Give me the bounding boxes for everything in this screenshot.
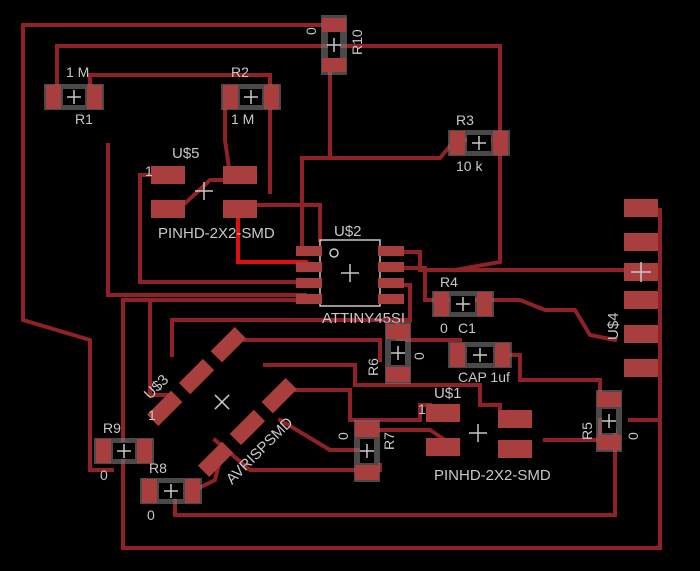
u1-value-label: PINHD-2X2-SMD	[434, 467, 551, 484]
r6-value-label: 0	[411, 352, 427, 360]
u1-pin1-label: 1	[418, 401, 426, 417]
u1-name-label: U$1	[434, 385, 462, 402]
trace-r4-right	[468, 298, 618, 343]
c1-value-label: CAP 1uf	[458, 369, 510, 385]
trace-r8-bottom	[173, 428, 617, 517]
component-u5-header: U$5 1 PINHD-2X2-SMD	[145, 145, 275, 242]
r2-value-label: 1 M	[231, 111, 254, 127]
trace-u4-right-vert	[628, 208, 662, 422]
trace-u5-pin4	[238, 203, 322, 242]
component-u2-attiny: U$2 ATTINY45SI	[296, 223, 405, 327]
trace-c1	[503, 353, 602, 407]
u3-pin1-label: 1	[148, 407, 156, 423]
u2-name-label: U$2	[334, 223, 362, 240]
r3-value-label: 10 k	[456, 158, 483, 174]
r3-name-label: R3	[456, 112, 474, 128]
component-u4-connector: U$4	[605, 199, 658, 377]
r4-name-label: R4	[440, 274, 458, 290]
trace-r7	[277, 417, 362, 452]
trace-u3-1	[243, 338, 382, 362]
r9-name-label: R9	[103, 420, 121, 436]
r7-value-label: 0	[335, 432, 351, 440]
component-r4: R4 0 C1	[432, 274, 494, 336]
trace-left-vertical	[106, 143, 307, 297]
r8-name-label: R8	[149, 460, 167, 476]
u5-name-label: U$5	[172, 145, 200, 162]
component-c1: CAP 1uf	[448, 342, 512, 385]
component-r3: R3 10 k	[448, 112, 510, 174]
r10-value-label: 0	[303, 27, 319, 35]
r1-value-label: 1 M	[66, 64, 89, 80]
r10-name-label: R10	[349, 29, 365, 55]
r2-name-label: R2	[231, 64, 249, 80]
component-r5: R5 0	[579, 390, 641, 452]
trace-layer	[21, 23, 662, 550]
r5-name-label: R5	[579, 422, 595, 440]
component-r1: 1 M R1	[44, 64, 104, 127]
trace-u3-3	[278, 388, 432, 422]
trace-r9-main	[121, 298, 307, 442]
trace-u3-top	[148, 298, 172, 397]
r8-value-label: 0	[147, 507, 155, 523]
r9-value-label: 0	[100, 467, 108, 483]
u2-value-label: ATTINY45SI	[322, 310, 405, 327]
component-r10: 0 R10	[303, 15, 365, 75]
r5-value-label: 0	[625, 432, 641, 440]
r7-name-label: R7	[381, 432, 397, 450]
trace-r1-top	[55, 44, 332, 97]
component-r2: R2 1 M	[221, 64, 281, 127]
trace-u1-bottom	[368, 428, 448, 443]
component-r6: R6 0	[365, 322, 427, 384]
u4-name-label: U$4	[605, 312, 622, 340]
u5-pin1-label: 1	[145, 163, 153, 179]
component-r8: R8 0	[140, 460, 202, 523]
trace-u3-2	[263, 363, 502, 422]
component-r7: 0 R7	[335, 420, 397, 482]
trace-u2-right-top	[388, 250, 632, 272]
r6-name-label: R6	[365, 358, 381, 376]
u5-value-label: PINHD-2X2-SMD	[158, 225, 275, 242]
r4-value-label: 0	[440, 320, 448, 336]
component-u1-header: U$1 1 PINHD-2X2-SMD	[418, 385, 551, 484]
trace-highlight	[236, 215, 308, 264]
r1-name-label: R1	[75, 111, 93, 127]
c1-name-label: C1	[458, 320, 476, 336]
component-r9: R9 0	[94, 420, 154, 483]
